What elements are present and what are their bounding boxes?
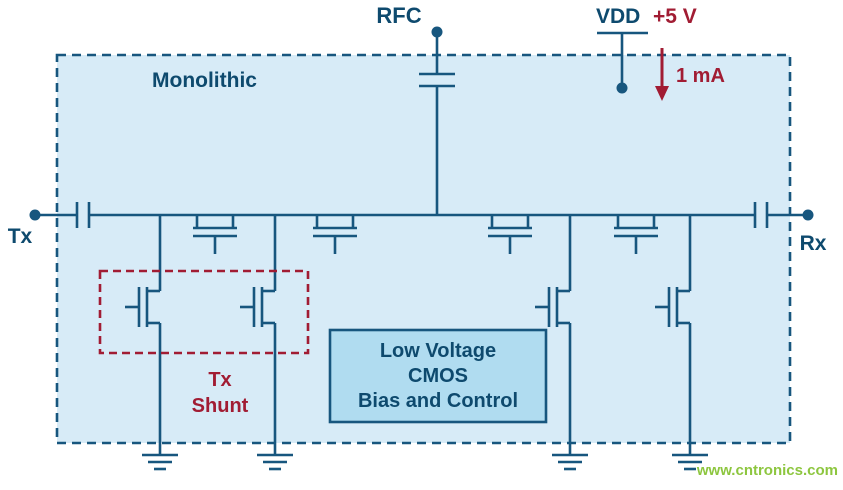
rfc-terminal-dot (431, 26, 443, 38)
rfc-label: RFC (376, 3, 421, 28)
ground-2 (255, 453, 295, 471)
tx-shunt-label-line1: Tx (208, 369, 231, 391)
rx-port-label: Rx (800, 232, 827, 255)
control-block-label-line2: CMOS (408, 365, 468, 387)
current-arrow-head (655, 86, 669, 101)
current-arrow (655, 48, 669, 101)
vdd-label: VDD (596, 5, 640, 28)
tx-shunt-label-line2: Shunt (192, 395, 249, 417)
ground-3 (550, 453, 590, 471)
control-block-label-line1: Low Voltage (380, 340, 496, 362)
watermark-text: www.cntronics.com (696, 462, 838, 479)
vdd-voltage-label: +5 V (653, 5, 697, 28)
ground-1 (140, 453, 180, 471)
monolithic-label: Monolithic (152, 69, 257, 92)
rx-terminal-dot (802, 209, 814, 221)
control-block-label-line3: Bias and Control (358, 390, 518, 412)
tx-terminal-dot (29, 209, 41, 221)
bias-control-block (328, 328, 548, 424)
vdd-node-dot (616, 82, 628, 94)
wires (35, 31, 808, 455)
tx-shunt-highlight-box (98, 269, 310, 355)
tx-port-label: Tx (8, 225, 33, 248)
current-label: 1 mA (676, 65, 725, 87)
